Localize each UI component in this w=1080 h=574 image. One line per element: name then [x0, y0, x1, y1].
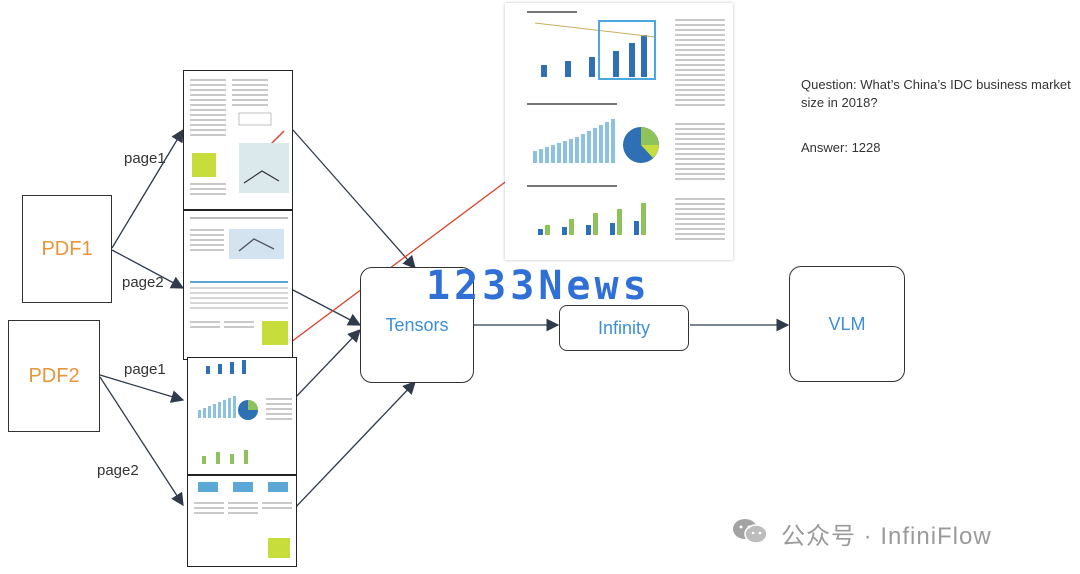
footer-watermark: 公众号 · InfiniFlow [781, 523, 992, 550]
zoomed-page-preview [505, 3, 733, 260]
answer-text: Answer: 1228 [801, 140, 881, 155]
center-watermark: 1233News [426, 263, 651, 309]
edge-label-pdf2-page1: page1 [124, 361, 166, 378]
pdf2-box: PDF2 [8, 320, 100, 432]
thumbnail-graphic [198, 360, 292, 464]
tensors-label: Tensors [385, 314, 449, 335]
infinity-node: Infinity [559, 305, 689, 351]
question-text: Question: What’s China’s IDC business ma… [801, 77, 1071, 110]
infinity-label: Infinity [597, 317, 651, 338]
arrow-pdf1-page2 [111, 249, 185, 289]
preview-graphic [527, 11, 725, 240]
pdf2-label: PDF2 [28, 364, 80, 387]
edge-label-pdf1-page1: page1 [124, 150, 166, 167]
thumbnail-graphic [190, 217, 288, 345]
thumbnail-graphic [194, 482, 292, 558]
vlm-label: VLM [828, 313, 866, 334]
edge-label-pdf1-page2: page2 [122, 274, 164, 291]
page-thumbnail-pdf1-page2 [183, 210, 293, 360]
arrow-thumb1-tensors [292, 129, 416, 269]
page-thumbnail-pdf1-page1 [183, 70, 293, 210]
page-thumbnail-pdf2-page2 [187, 475, 297, 567]
tensors-node: Tensors [360, 267, 474, 383]
wechat-icon [731, 516, 769, 546]
arrow-pdf2-page2 [99, 376, 184, 507]
page-thumbnail-pdf2-page1 [187, 357, 297, 475]
arrow-pdf1-page1 [111, 128, 184, 249]
pdf1-box: PDF1 [22, 195, 112, 303]
arrow-thumb2-tensors [292, 289, 362, 326]
arrow-thumb3-tensors [292, 329, 361, 401]
edge-label-pdf2-page2: page2 [97, 462, 139, 479]
pdf1-label: PDF1 [41, 237, 93, 260]
arrow-pdf2-page1 [99, 374, 185, 403]
arrow-thumb4-tensors [292, 381, 416, 511]
thumbnail-graphic [190, 79, 289, 195]
vlm-node: VLM [789, 266, 905, 382]
